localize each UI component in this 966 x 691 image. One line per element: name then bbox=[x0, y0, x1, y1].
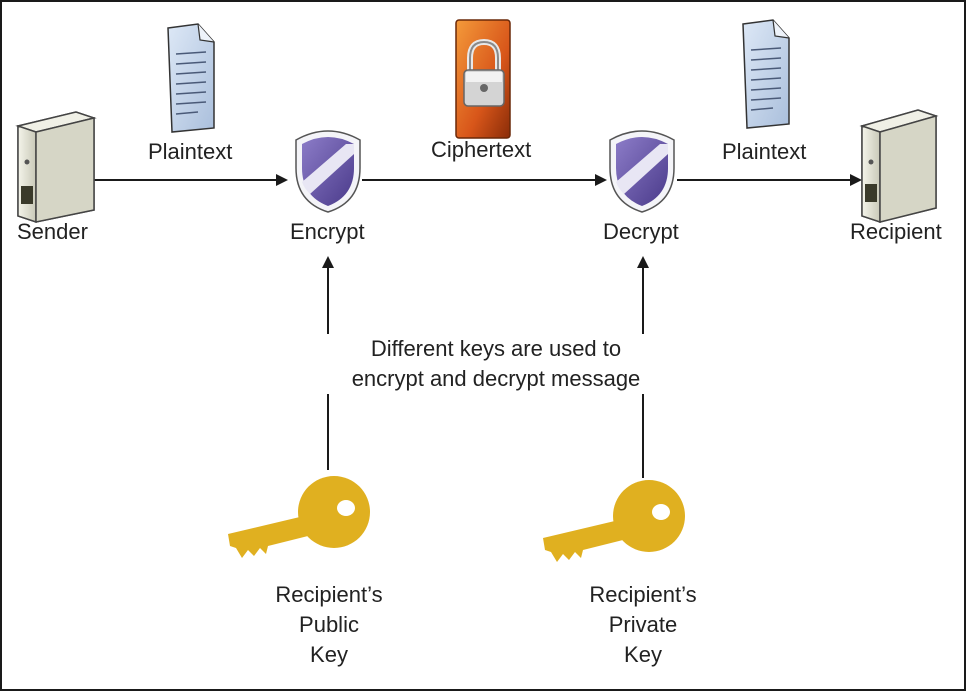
document-icon bbox=[742, 19, 790, 129]
public-key-label: Recipient’s Public Key bbox=[249, 580, 409, 670]
key-note: Different keys are used to encrypt and d… bbox=[322, 334, 670, 394]
shield-icon bbox=[609, 130, 675, 213]
public-key-label-line: Key bbox=[310, 642, 348, 667]
edge-label-ciphertext: Ciphertext bbox=[431, 137, 532, 162]
key-note-line: Different keys are used to bbox=[370, 336, 622, 361]
shield-icon bbox=[295, 130, 361, 213]
node-label-decrypt: Decrypt bbox=[603, 219, 679, 244]
public-key-label-line: Recipient’s bbox=[275, 582, 383, 607]
node-label-recipient: Recipient bbox=[850, 219, 942, 244]
private-key-label-line: Recipient’s bbox=[589, 582, 697, 607]
lock-icon bbox=[455, 19, 511, 139]
node-label-sender: Sender bbox=[17, 219, 88, 244]
key-icon bbox=[228, 476, 370, 558]
node-label-encrypt: Encrypt bbox=[290, 219, 365, 244]
document-icon bbox=[167, 23, 215, 133]
edge-label-plaintext-out: Plaintext bbox=[722, 139, 807, 164]
edge-label-plaintext-in: Plaintext bbox=[148, 139, 233, 164]
server-icon bbox=[859, 109, 939, 224]
private-key-label-line: Private bbox=[608, 612, 678, 637]
public-key-label-line: Public bbox=[299, 612, 359, 637]
private-key-label: Recipient’s Private Key bbox=[563, 580, 723, 670]
private-key-label-line: Key bbox=[624, 642, 662, 667]
key-note-line: encrypt and decrypt message bbox=[351, 366, 641, 391]
server-icon bbox=[15, 111, 97, 224]
key-icon bbox=[543, 480, 685, 562]
